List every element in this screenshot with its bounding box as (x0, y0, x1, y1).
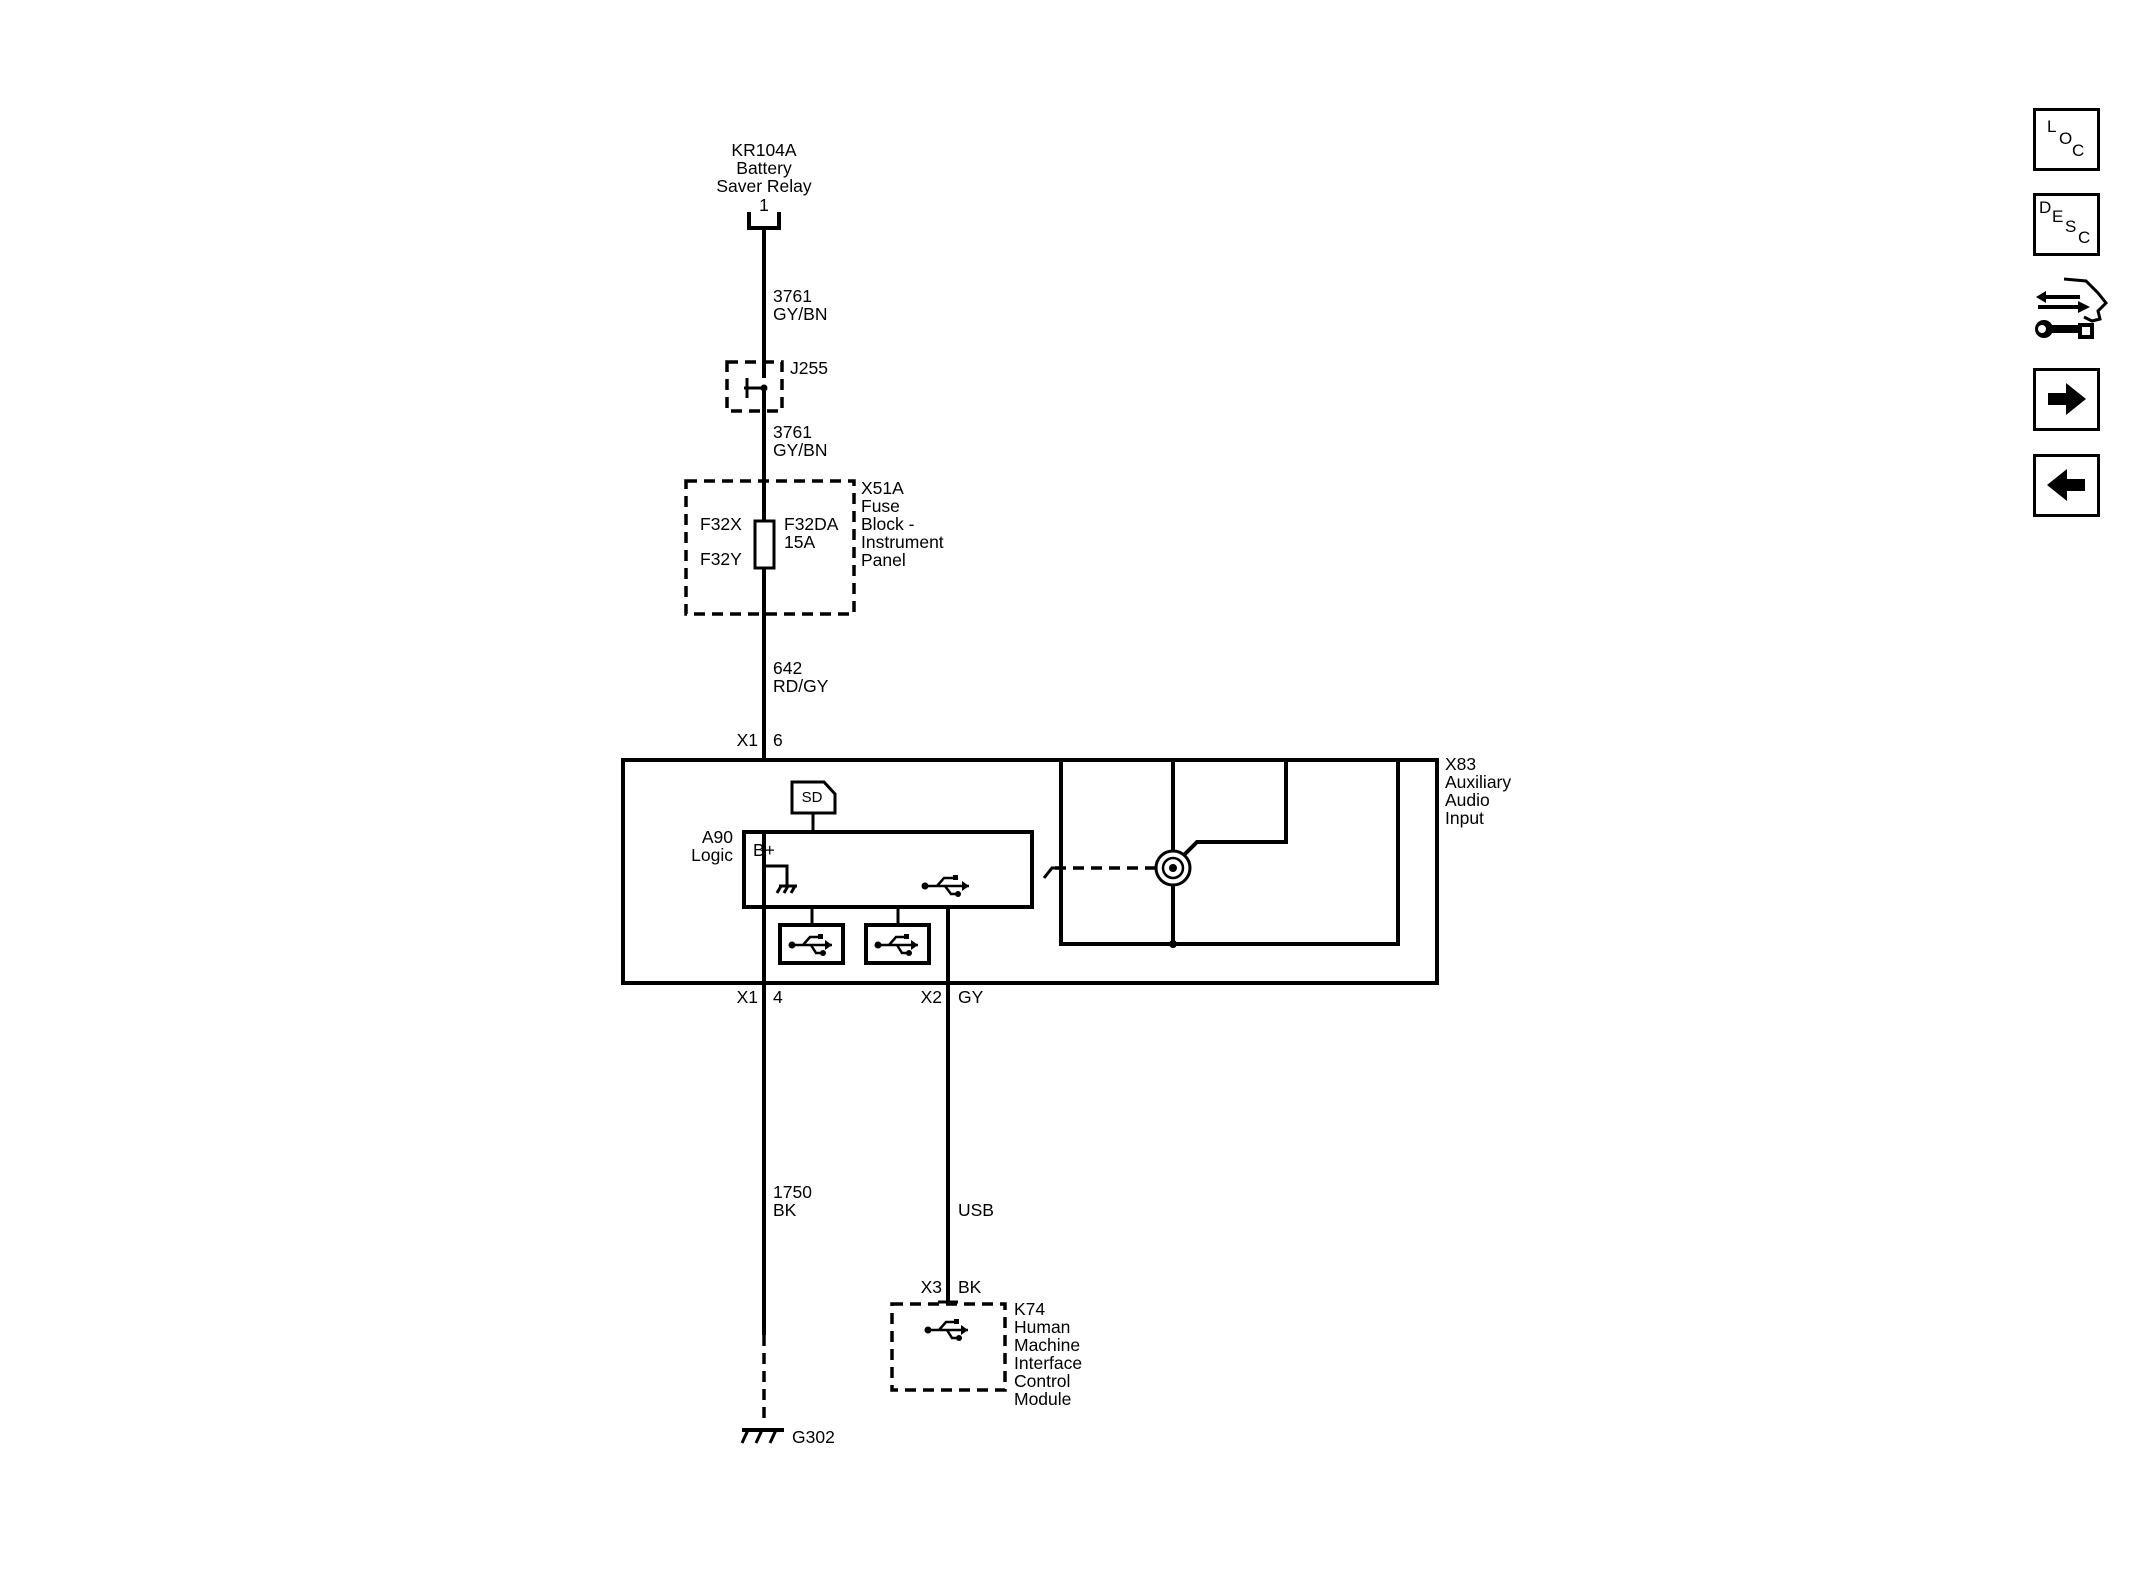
arrow-left-icon (2047, 469, 2085, 501)
wire-2-color: GY/BN (773, 440, 827, 460)
splice-box (725, 360, 784, 413)
usb-port-1[interactable] (778, 923, 845, 965)
connector-tools-icon (2035, 277, 2109, 339)
hmi-label-3: Interface (1014, 1353, 1082, 1373)
auxiliary-audio-input[interactable]: X83 Auxiliary Audio Input (621, 754, 1511, 985)
ground-hatch-3 (768, 1429, 778, 1444)
connector-x2-pin: GY (958, 987, 984, 1007)
connector-x2: X2 (921, 987, 942, 1007)
fuse-block-label-1: Fuse (861, 496, 900, 516)
fuse-out-pin: F32Y (700, 549, 742, 569)
logic-id: A90 (702, 827, 733, 847)
fuse-block-label-2: Block - (861, 514, 915, 534)
connector-x1-top: X1 (737, 730, 758, 750)
ground-hatch-2 (754, 1429, 764, 1444)
next-page-button[interactable] (2033, 368, 2100, 431)
wire-1-color: GY/BN (773, 304, 827, 324)
fuse-block-id: X51A (861, 478, 904, 498)
hmi-id: K74 (1014, 1299, 1045, 1319)
audio-jack-frame (1059, 760, 1400, 946)
usb-icon (788, 934, 832, 956)
usb-icon (874, 934, 918, 956)
sd-label: SD (802, 789, 823, 806)
wire-1-circuit: 3761 (773, 286, 812, 306)
hmi-box (890, 1302, 1007, 1392)
ground-g302[interactable]: G302 (740, 1335, 835, 1447)
logic-module[interactable]: A90 Logic B+ SD (691, 780, 1034, 983)
fuse-id: F32DA (784, 514, 839, 534)
ground-id: G302 (792, 1427, 835, 1447)
loc-letter-c: C (2072, 141, 2085, 160)
loc-letter-l: L (2047, 117, 2057, 136)
relay-pin: 1 (759, 195, 769, 215)
connector-x1-bottom: X1 (737, 987, 758, 1007)
fuse-in-pin: F32X (700, 514, 742, 534)
desc-letter-e: E (2052, 207, 2064, 226)
aux-input-box (621, 758, 1439, 985)
fuse-block[interactable]: F32X F32Y F32DA 15A X51A Fuse Block - In… (684, 478, 944, 616)
fuse-block-label-3: Instrument (861, 532, 944, 552)
description-button[interactable]: D E S C (2033, 193, 2100, 256)
aux-input-label-2: Audio (1445, 790, 1490, 810)
aux-input-label-3: Input (1445, 808, 1484, 828)
wire-4-color: BK (773, 1200, 797, 1220)
wire-3-circuit: 642 (773, 658, 802, 678)
fuse-rating: 15A (784, 532, 815, 552)
jack-switch-contact (1042, 866, 1062, 879)
hmi-label-4: Control (1014, 1371, 1070, 1391)
internal-ground-icon (764, 864, 797, 894)
desc-letter-s: S (2065, 217, 2077, 236)
splice-id: J255 (790, 358, 828, 378)
usb-port-2[interactable] (864, 923, 931, 965)
connector-tools-button[interactable] (2034, 275, 2110, 347)
hmi-label-1: Human (1014, 1317, 1070, 1337)
aux-input-id: X83 (1445, 754, 1476, 774)
usb-icon (924, 1319, 968, 1341)
wire-3-color: RD/GY (773, 676, 829, 696)
battery-saver-relay[interactable]: KR104A Battery Saver Relay 1 (716, 140, 812, 230)
fuse-f32da (753, 519, 776, 570)
loc-letter-o: O (2059, 129, 2073, 148)
previous-page-button[interactable] (2033, 454, 2100, 517)
audio-jack-icon (1154, 849, 1192, 887)
usb-icon (921, 875, 969, 897)
relay-label-1: Battery (736, 158, 792, 178)
desc-letter-c: C (2078, 228, 2091, 247)
jack-junction-dot (1169, 940, 1177, 948)
connector-x1-top-pin: 6 (773, 730, 783, 750)
ground-hatch-1 (740, 1429, 750, 1444)
location-button[interactable]: L O C (2033, 108, 2100, 171)
hmi-label-5: Module (1014, 1389, 1071, 1409)
fuse-block-label-4: Panel (861, 550, 906, 570)
arrow-right-icon (2048, 383, 2086, 415)
wire-2-circuit: 3761 (773, 422, 812, 442)
logic-box (742, 830, 1034, 909)
logic-name: Logic (691, 845, 733, 865)
desc-letter-d: D (2039, 198, 2052, 217)
fuse-block-box (684, 479, 856, 616)
aux-input-label-1: Auxiliary (1445, 772, 1511, 792)
hmi-control-module[interactable]: K74 Human Machine Interface Control Modu… (890, 1299, 1082, 1409)
relay-label-2: Saver Relay (716, 176, 812, 196)
relay-id: KR104A (731, 140, 797, 160)
connector-x3-pin: BK (958, 1277, 982, 1297)
wire-4-circuit: 1750 (773, 1182, 812, 1202)
splice-j255[interactable]: J255 (725, 358, 828, 413)
hmi-label-2: Machine (1014, 1335, 1080, 1355)
connector-x1-bottom-pin: 4 (773, 987, 783, 1007)
connector-x3: X3 (921, 1277, 942, 1297)
sd-card-icon: SD (790, 780, 837, 832)
usb-wire-label: USB (958, 1200, 994, 1220)
